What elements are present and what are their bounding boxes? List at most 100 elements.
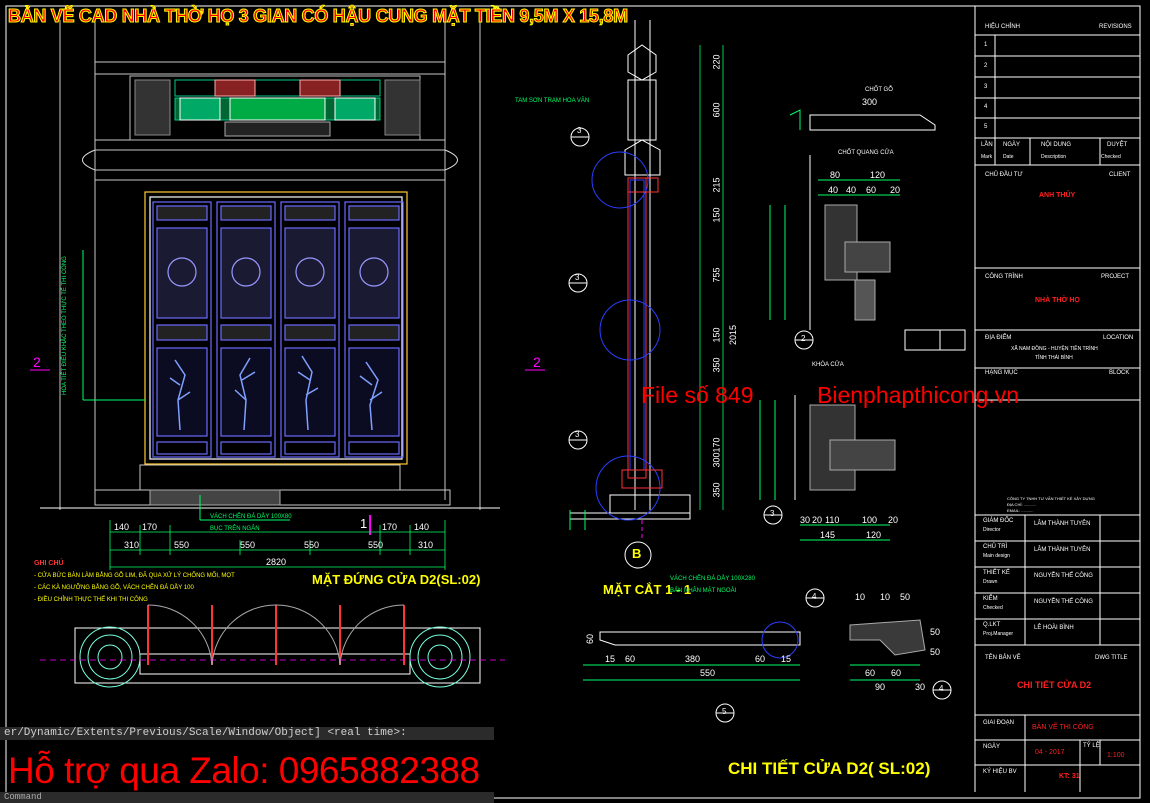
tb-scale-value: 1:100	[1107, 752, 1125, 759]
detail-top-dims: 80 120 40 40 60 20	[828, 170, 901, 195]
elevation-dimensions	[109, 520, 446, 570]
sill-dims: 60 15 380 60 60 15 550	[585, 633, 792, 678]
tb-col: LẦN	[981, 142, 993, 148]
elevation-note-1: VÁCH CHÊN ĐÁ DẦY 100X80	[210, 514, 292, 520]
tb-staff-role-en: Main design	[983, 553, 1010, 559]
tb-project-label: CÔNG TRÌNH	[985, 274, 1023, 280]
section-drawing	[569, 20, 724, 569]
section-note-2: BẢN NHÂN MẶT NGOÀI	[670, 588, 737, 594]
tb-staff-role: Q.LKT	[983, 622, 1001, 628]
section-caption: MẶT CẮT 1 - 1	[603, 582, 692, 597]
chot-go-dim: 300	[862, 97, 878, 107]
tb-staff-role-en: Proj.Manager	[983, 631, 1014, 637]
notes-line-2: - CÁC KÀ NGƯỠNG BẰNG GỖ, VÁCH CHÊN ĐÁ DẦ…	[34, 585, 194, 591]
tb-rev-row: 4	[984, 104, 988, 110]
tb-client-value: ANH THỦY	[1039, 192, 1076, 199]
title-block-lines	[975, 34, 1140, 792]
tb-rev-row: 1	[984, 42, 988, 48]
tb-date-value: 04 - 2017	[1035, 749, 1065, 756]
svg-text:2: 2	[533, 354, 541, 370]
file-number-watermark: File số 849	[641, 382, 754, 408]
zalo-watermark: Hỗ trợ qua Zalo: 0965882388	[8, 750, 480, 791]
tb-client-label: CHỦ ĐẦU TƯ	[985, 172, 1023, 178]
notes-title: GHI CHÚ	[34, 560, 64, 567]
tb-staff-role: KIỂM	[983, 596, 998, 602]
tb-staff-role: CHỦ TRÌ	[983, 544, 1008, 550]
elevation-caption: MẶT ĐỨNG CỬA D2(SL:02)	[312, 572, 481, 587]
tb-rev-row: 2	[984, 63, 988, 69]
door-leaves	[144, 191, 408, 465]
tb-col-en: Description	[1041, 154, 1067, 160]
door-plan	[40, 604, 505, 688]
tb-col-en: Mark	[981, 154, 993, 160]
tb-staff-name: LÊ HOÀI BÌNH	[1034, 625, 1074, 631]
tb-rev-row: 5	[984, 124, 988, 130]
section-mark-labels: 3 3 3	[575, 126, 582, 439]
tb-sign-label: KÝ HIỆU BV	[983, 769, 1017, 775]
tb-staff-name: NGUYỄN THẾ CÔNG	[1034, 573, 1093, 579]
notes-line-1: - CỬA BỨC BÀN LÀM BẰNG GỖ LIM, ĐÃ QUA XỬ…	[34, 573, 235, 579]
elev-dim-row2: 310 550 550 550 550 310	[124, 540, 434, 550]
command-input[interactable]: Command	[0, 792, 494, 803]
tb-col-en: Checked	[1101, 154, 1121, 160]
drawing-title: BẢN VẼ CAD NHÀ THỜ HỌ 3 GIAN CÓ HẬU CUNG…	[8, 6, 629, 27]
chot-go-label: CHỐT GỖ	[865, 87, 893, 93]
detail-mark-labels: 2 3 4 4 5 5	[722, 334, 944, 716]
tb-location-label: ĐỊA ĐIỂM	[985, 335, 1012, 341]
footer-drawing-title: CHI TIẾT CỬA D2( SL:02)	[728, 759, 931, 778]
tb-location-value: XÃ NAM ĐỒNG - HUYỆN TIỀN TRÌNH	[1011, 346, 1098, 352]
section-top-note: TAM SƠN TRẠM HOA VĂN	[515, 98, 590, 104]
tb-dwg-title-value: CHI TIẾT CỬA D2	[1017, 680, 1092, 690]
tb-revision-en: REVISIONS	[1099, 24, 1132, 30]
tb-company: CÔNG TY TNHH TƯ VẤN THIẾT KẾ XÂY DỰNG	[1007, 496, 1095, 501]
tb-col: DUYỆT	[1107, 142, 1128, 148]
svg-text:2: 2	[33, 354, 41, 370]
detail-mid-dims: 110 100 145 120 30 20 20	[800, 515, 899, 540]
tb-col: NỘI DUNG	[1041, 142, 1071, 148]
elevation-drawing	[40, 20, 500, 510]
tb-block-label: HẠNG MỤC	[985, 370, 1018, 376]
tb-scale-label: TỶ LỆ	[1083, 743, 1100, 749]
tb-staff-role-en: Drawn	[983, 579, 998, 585]
section-marks	[568, 127, 590, 450]
tb-staff-name: NGUYỄN THẾ CÔNG	[1034, 599, 1093, 605]
tb-staff-name: LÂM THÀNH TUYÊN	[1034, 547, 1091, 553]
tb-dwg-title-label: TÊN BẢN VẼ	[985, 655, 1021, 661]
command-prompt[interactable]: er/Dynamic/Extents/Previous/Scale/Window…	[0, 727, 494, 740]
tb-company: ĐỊA CHỈ: ...........	[1007, 502, 1036, 507]
tb-project-value: NHÀ THỜ HỌ	[1035, 297, 1080, 304]
tb-date-label: NGÀY	[983, 744, 1001, 750]
section-axis-label: B	[632, 546, 642, 561]
tb-block-en: BLOCK	[1109, 370, 1130, 376]
detail-drawings	[583, 109, 966, 723]
title-block: HIỆU CHỈNH REVISIONS 1 2 3 4 5 LẦN NGÀY …	[977, 8, 1140, 798]
tb-staff-role: THIẾT KẾ	[983, 570, 1010, 576]
tb-staff-role: GIÁM ĐỐC	[983, 518, 1014, 524]
elev-dim-row1: 140 170 170 140	[114, 522, 430, 532]
elevation-note-2: BỤC TRÊN NGÂN	[210, 526, 260, 532]
tb-sign-value: KT: 31	[1059, 773, 1080, 780]
tb-col-en: Date	[1003, 154, 1014, 160]
elev-dim-total: 2820	[266, 557, 287, 567]
tb-company: EMAIL: ...........	[1007, 508, 1034, 513]
tb-location-value: TỈNH THÁI BÌNH	[1035, 355, 1073, 361]
tb-col: NGÀY	[1003, 142, 1021, 148]
tb-revision-label: HIỆU CHỈNH	[985, 24, 1021, 30]
site-watermark: Bienphapthicong.vn	[817, 382, 1020, 408]
tb-stage-label: GIAI ĐOẠN	[983, 720, 1015, 726]
tb-staff-role-en: Director	[983, 527, 1001, 533]
tb-location-en: LOCATION	[1103, 335, 1134, 341]
svg-text:1: 1	[360, 516, 367, 531]
notes-line-3: - ĐIỀU CHỈNH THỰC THẾ KHI THI CÔNG	[34, 597, 148, 603]
tb-dwg-title-en: DWG TITLE	[1095, 655, 1128, 661]
tb-client-en: CLIENT	[1109, 172, 1131, 178]
khoa-cua-label: KHÓA CỬA	[812, 362, 844, 368]
tb-project-en: PROJECT	[1101, 274, 1130, 280]
tb-rev-row: 3	[984, 84, 988, 90]
section-note-1: VÁCH CHÊN ĐÁ DẦY 100X280	[670, 576, 755, 582]
right-detail-dims: 10 50 50 60 60 50 10 90 30	[855, 592, 941, 692]
tb-staff-name: LÂM THÀNH TUYÊN	[1034, 521, 1091, 527]
tb-stage-value: BẢN VẼ THI CÔNG	[1032, 724, 1094, 731]
tb-staff-role-en: Checked	[983, 605, 1003, 611]
